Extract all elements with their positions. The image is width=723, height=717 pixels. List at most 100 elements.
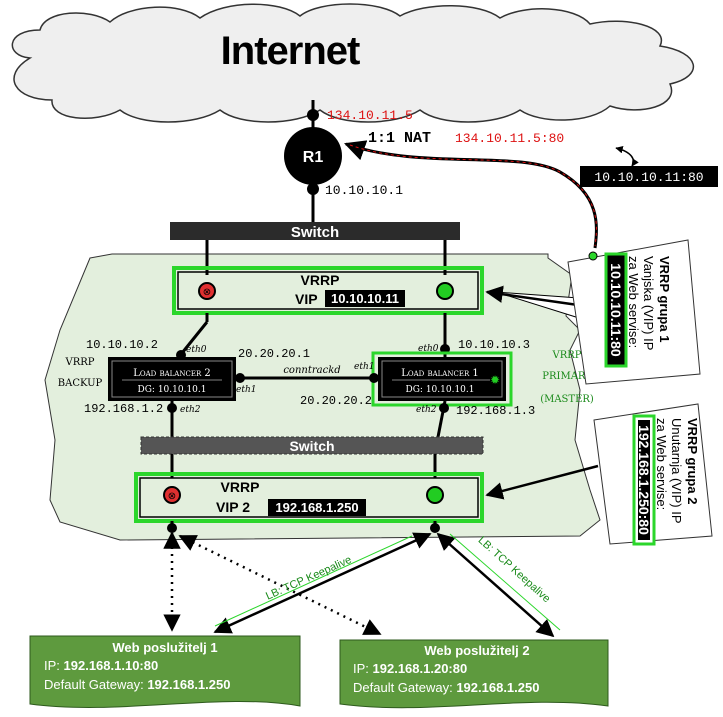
vrrp1-vip-badge	[325, 290, 405, 307]
lb1-eth0-label: eth0	[418, 344, 439, 354]
web1-gw: 192.168.1.250	[147, 677, 230, 692]
vrrp2-vip-label: VIP 2	[216, 499, 250, 515]
lb1-dg: DG: 10.10.10.1	[406, 385, 475, 395]
vrrp1-master-status-icon	[436, 282, 454, 300]
lb1-role-line3: (MASTER)	[540, 394, 594, 405]
lb2-eth0-label: eth0	[186, 345, 207, 355]
lb2-eth1-label: eth1	[236, 385, 256, 395]
lb1-eth2-label: eth2	[416, 405, 437, 415]
web1-ip: 192.168.1.10:80	[64, 658, 159, 673]
group1-addr: 10.10.10.11:80	[608, 263, 624, 357]
nat-private: 10.10.10.11:80	[594, 170, 703, 185]
group1-badge-dot	[588, 251, 598, 261]
group2-callout-arrow	[485, 464, 599, 500]
web2-title: Web poslužitelj 2	[424, 643, 529, 658]
vrrp2-backup-cross: ⊗	[168, 491, 176, 502]
vrrp2-backup-status-icon	[163, 486, 181, 504]
internet-cloud-icon	[11, 3, 695, 123]
web1-gw-label: Default Gateway:	[44, 677, 147, 692]
lb1-role-line1: VRRP	[551, 350, 581, 361]
vrrp2-title: VRRP	[221, 479, 260, 495]
lb1-eth1-label: eth1	[354, 362, 374, 372]
lb2-box-inner	[111, 360, 233, 398]
switch-top	[170, 222, 460, 240]
lb2-box	[108, 357, 236, 401]
group1-title: VRRP grupa 1	[657, 256, 672, 342]
group1-callout	[567, 239, 701, 385]
nat-private-badge	[580, 166, 718, 187]
web2-box	[339, 639, 609, 709]
router-inside-port	[307, 183, 319, 195]
keepalive-label-web1: LB: TCP Keepalive	[264, 554, 353, 603]
vrrp2-master-status-icon	[426, 486, 444, 504]
sync-label: conntrackd	[283, 365, 340, 376]
router-icon	[284, 127, 342, 185]
group1-line2: za Web servise:	[626, 256, 641, 348]
lb1-role-line2: PRIMARY	[542, 371, 592, 382]
keepalive-line-web1	[214, 535, 413, 627]
lb2-name: Load balancer 2	[133, 368, 211, 379]
web2-ip-label: IP:	[353, 661, 373, 676]
group1-line1: Vanjska (VIP) IP	[641, 256, 656, 350]
lb2-dg: DG: 10.10.10.1	[138, 385, 207, 395]
web2-ip-row: IP: 192.168.1.20:80	[353, 661, 467, 676]
web1-title: Web poslužitelj 1	[112, 640, 217, 655]
lb1-eth2-port	[439, 403, 449, 413]
web1-gw-row: Default Gateway: 192.168.1.250	[44, 677, 230, 692]
group2-title: VRRP grupa 2	[685, 418, 700, 504]
lb2-eth1-port	[235, 373, 245, 383]
vrrp2-vip: 192.168.1.250	[275, 500, 358, 515]
vrrp2-left-port	[167, 523, 177, 533]
vrrp1-box-inner	[177, 271, 479, 310]
switch-bottom	[140, 436, 484, 455]
nat-label: 1:1 NAT	[368, 130, 431, 147]
keepalive-label-web2: LB: TCP Keepalive	[476, 534, 553, 605]
lb1-name: Load balancer 1	[401, 368, 479, 379]
group2-addr-badge-fill	[638, 420, 650, 540]
nat-public: 134.10.11.5:80	[455, 131, 564, 146]
lb2-eth1-ip: 20.20.20.1	[238, 347, 310, 361]
switch-bottom-label: Switch	[289, 438, 334, 454]
vrrp1-backup-status-icon	[198, 282, 216, 300]
lb1-eth2-ip: 192.168.1.3	[456, 404, 535, 418]
router-label: R1	[303, 149, 324, 166]
group1-addr-badge	[604, 252, 628, 368]
vrrp1-vip: 10.10.10.11	[331, 291, 399, 306]
vrrp1-vip-label: VIP	[295, 291, 318, 307]
switch-top-label: Switch	[291, 224, 339, 241]
nat-translation-arrow	[615, 146, 639, 167]
group2-line1: Unutarnja (VIP) IP	[669, 418, 684, 524]
group1-callout-arrow	[485, 285, 579, 307]
vrrp2-box-inner	[139, 477, 479, 518]
web1-box	[29, 635, 301, 708]
lb1-eth1-port	[369, 373, 379, 383]
router-public-ip: 134.10.11.5	[327, 108, 413, 123]
group2-addr: 192.168.1.250:80	[636, 425, 652, 535]
lb1-box	[378, 357, 506, 401]
vrrp2-right-port	[430, 523, 440, 533]
cluster-zone	[44, 253, 601, 541]
group1-callout-text: VRRP grupa 1 Vanjska (VIP) IP za Web ser…	[604, 252, 672, 368]
vrrp1-backup-cross: ⊗	[203, 287, 211, 298]
lb2-eth2-label: eth2	[180, 405, 201, 415]
lb1-eth0-ip: 10.10.10.3	[458, 338, 530, 352]
lb1-eth1-ip: 20.20.20.2	[300, 394, 372, 408]
active-path-web2	[436, 532, 555, 638]
router-inside-ip: 10.10.10.1	[325, 183, 403, 198]
lb1-box-inner	[381, 360, 503, 398]
vrrp1-box	[172, 266, 484, 315]
lb2-eth0-ip: 10.10.10.2	[86, 338, 158, 352]
internet-label: Internet	[221, 29, 360, 73]
router-uplink-port	[307, 109, 319, 121]
keepalive-line-web2	[449, 533, 561, 631]
vrrp2-box	[134, 472, 484, 523]
web2-gw-label: Default Gateway:	[353, 680, 456, 695]
web2-gw: 192.168.1.250	[456, 680, 539, 695]
web2-gw-row: Default Gateway: 192.168.1.250	[353, 680, 539, 695]
lb1-active-icon: ✹	[490, 373, 500, 387]
web2-ip: 192.168.1.20:80	[373, 661, 468, 676]
active-path-web1	[213, 532, 432, 634]
group2-callout-text: VRRP grupa 2 Unutarnja (VIP) IP za Web s…	[632, 414, 700, 546]
vrrp1-title: VRRP	[301, 272, 340, 288]
